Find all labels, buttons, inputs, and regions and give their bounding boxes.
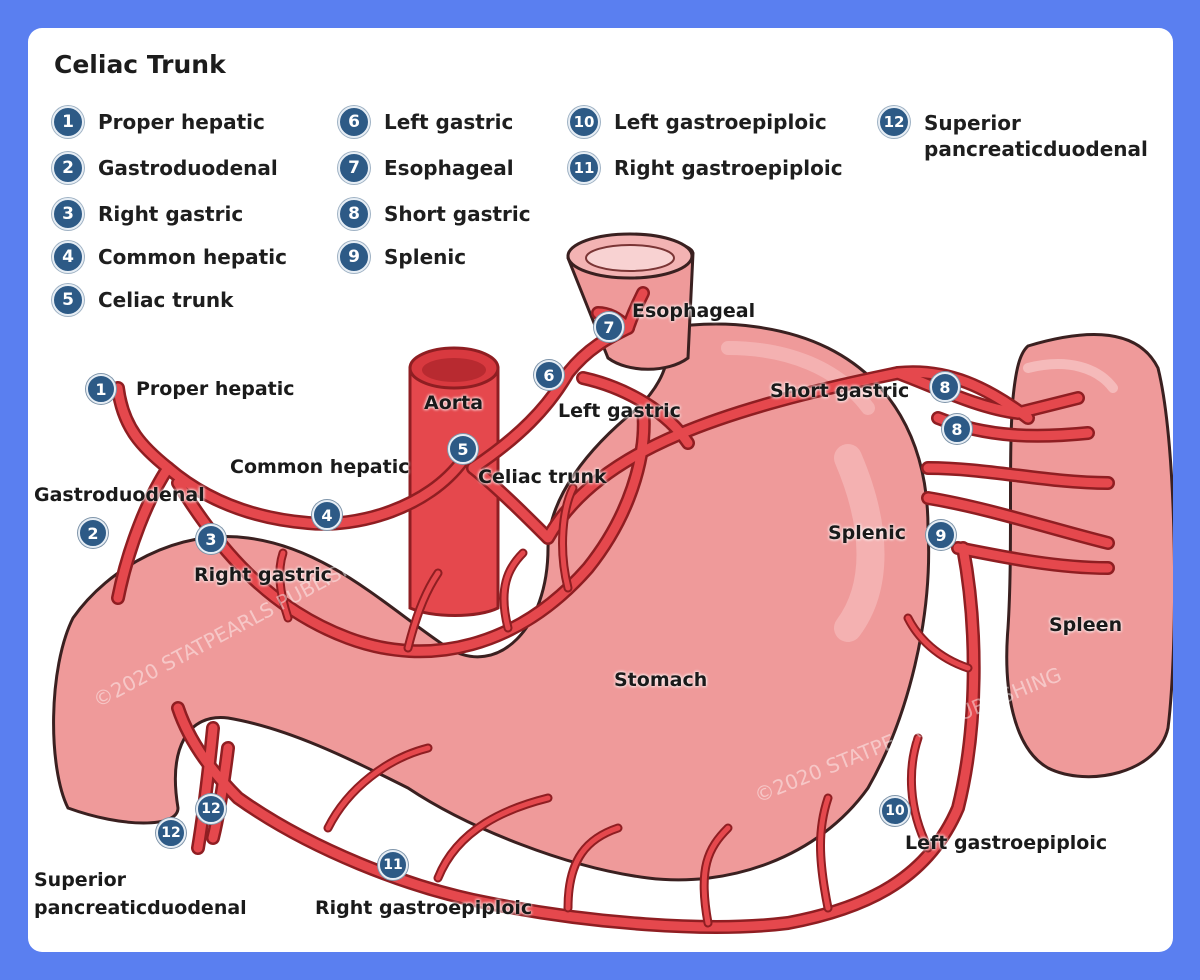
legend-number-badge: 9 xyxy=(338,241,370,273)
legend-number-badge: 11 xyxy=(568,152,600,184)
marker-6: 6 xyxy=(534,360,564,390)
legend-number-badge: 5 xyxy=(52,284,84,316)
legend-label: Proper hepatic xyxy=(98,110,265,134)
legend-label: Superior pancreaticduodenal xyxy=(924,111,1148,161)
label-proper-hepatic: Proper hepatic xyxy=(136,378,295,400)
marker-10: 10 xyxy=(880,796,910,826)
marker-8a: 8 xyxy=(930,372,960,402)
legend-label: Gastroduodenal xyxy=(98,156,278,180)
legend-number-badge: 12 xyxy=(878,106,910,138)
legend-number-badge: 10 xyxy=(568,106,600,138)
stomach-label: Stomach xyxy=(614,669,708,691)
marker-8b: 8 xyxy=(942,414,972,444)
label-short-gastric: Short gastric xyxy=(770,380,910,402)
legend-label: Common hepatic xyxy=(98,245,287,269)
label-left-gastric: Left gastric xyxy=(558,400,681,422)
legend-number-badge: 8 xyxy=(338,198,370,230)
diagram-title: Celiac Trunk xyxy=(54,50,226,79)
legend-label: Right gastroepiploic xyxy=(614,156,843,180)
legend-label: Left gastric xyxy=(384,110,514,134)
legend-label: Celiac trunk xyxy=(98,288,234,312)
marker-3: 3 xyxy=(196,524,226,554)
stomach-shape xyxy=(52,322,931,882)
legend-number-badge: 3 xyxy=(52,198,84,230)
label-common-hepatic: Common hepatic xyxy=(230,456,410,478)
spleen-shape xyxy=(1005,332,1173,779)
legend-number-badge: 1 xyxy=(52,106,84,138)
label-left-gastroepiploic: Left gastroepiploic xyxy=(905,832,1108,854)
legend-number-badge: 4 xyxy=(52,241,84,273)
label-superior-line1: Superior xyxy=(34,869,127,891)
label-splenic: Splenic xyxy=(828,522,906,544)
label-celiac-trunk: Celiac trunk xyxy=(478,466,607,488)
aorta-shape xyxy=(408,366,500,617)
label-esophageal: Esophageal xyxy=(632,300,756,322)
marker-12b: 12 xyxy=(156,818,186,848)
legend-number-badge: 7 xyxy=(338,152,370,184)
legend-label: Short gastric xyxy=(384,202,531,226)
label-superior-line2: pancreaticduodenal xyxy=(34,897,247,919)
legend-label: Esophageal xyxy=(384,156,514,180)
label-right-gastroepiploic: Right gastroepiploic xyxy=(315,897,533,919)
marker-2: 2 xyxy=(78,518,108,548)
marker-1: 1 xyxy=(86,374,116,404)
legend-label: Left gastroepiploic xyxy=(614,110,827,134)
marker-5: 5 xyxy=(448,434,478,464)
legend-label: Right gastric xyxy=(98,202,244,226)
legend-number-badge: 2 xyxy=(52,152,84,184)
marker-12a: 12 xyxy=(196,794,226,824)
marker-9: 9 xyxy=(926,520,956,550)
label-right-gastric: Right gastric xyxy=(194,564,332,586)
marker-4: 4 xyxy=(312,500,342,530)
legend-number-badge: 6 xyxy=(338,106,370,138)
diagram-card: ©2020 STATPEARLS PUBLISHING ©2020 STATPE… xyxy=(28,28,1173,952)
aorta-label: Aorta xyxy=(424,392,484,414)
legend-label: Splenic xyxy=(384,245,467,269)
marker-7: 7 xyxy=(594,312,624,342)
legend-item-12: 12 Superior pancreaticduodenal xyxy=(878,106,1158,166)
spleen-label: Spleen xyxy=(1049,614,1123,636)
label-gastroduodenal: Gastroduodenal xyxy=(34,484,205,506)
marker-11: 11 xyxy=(378,850,408,880)
